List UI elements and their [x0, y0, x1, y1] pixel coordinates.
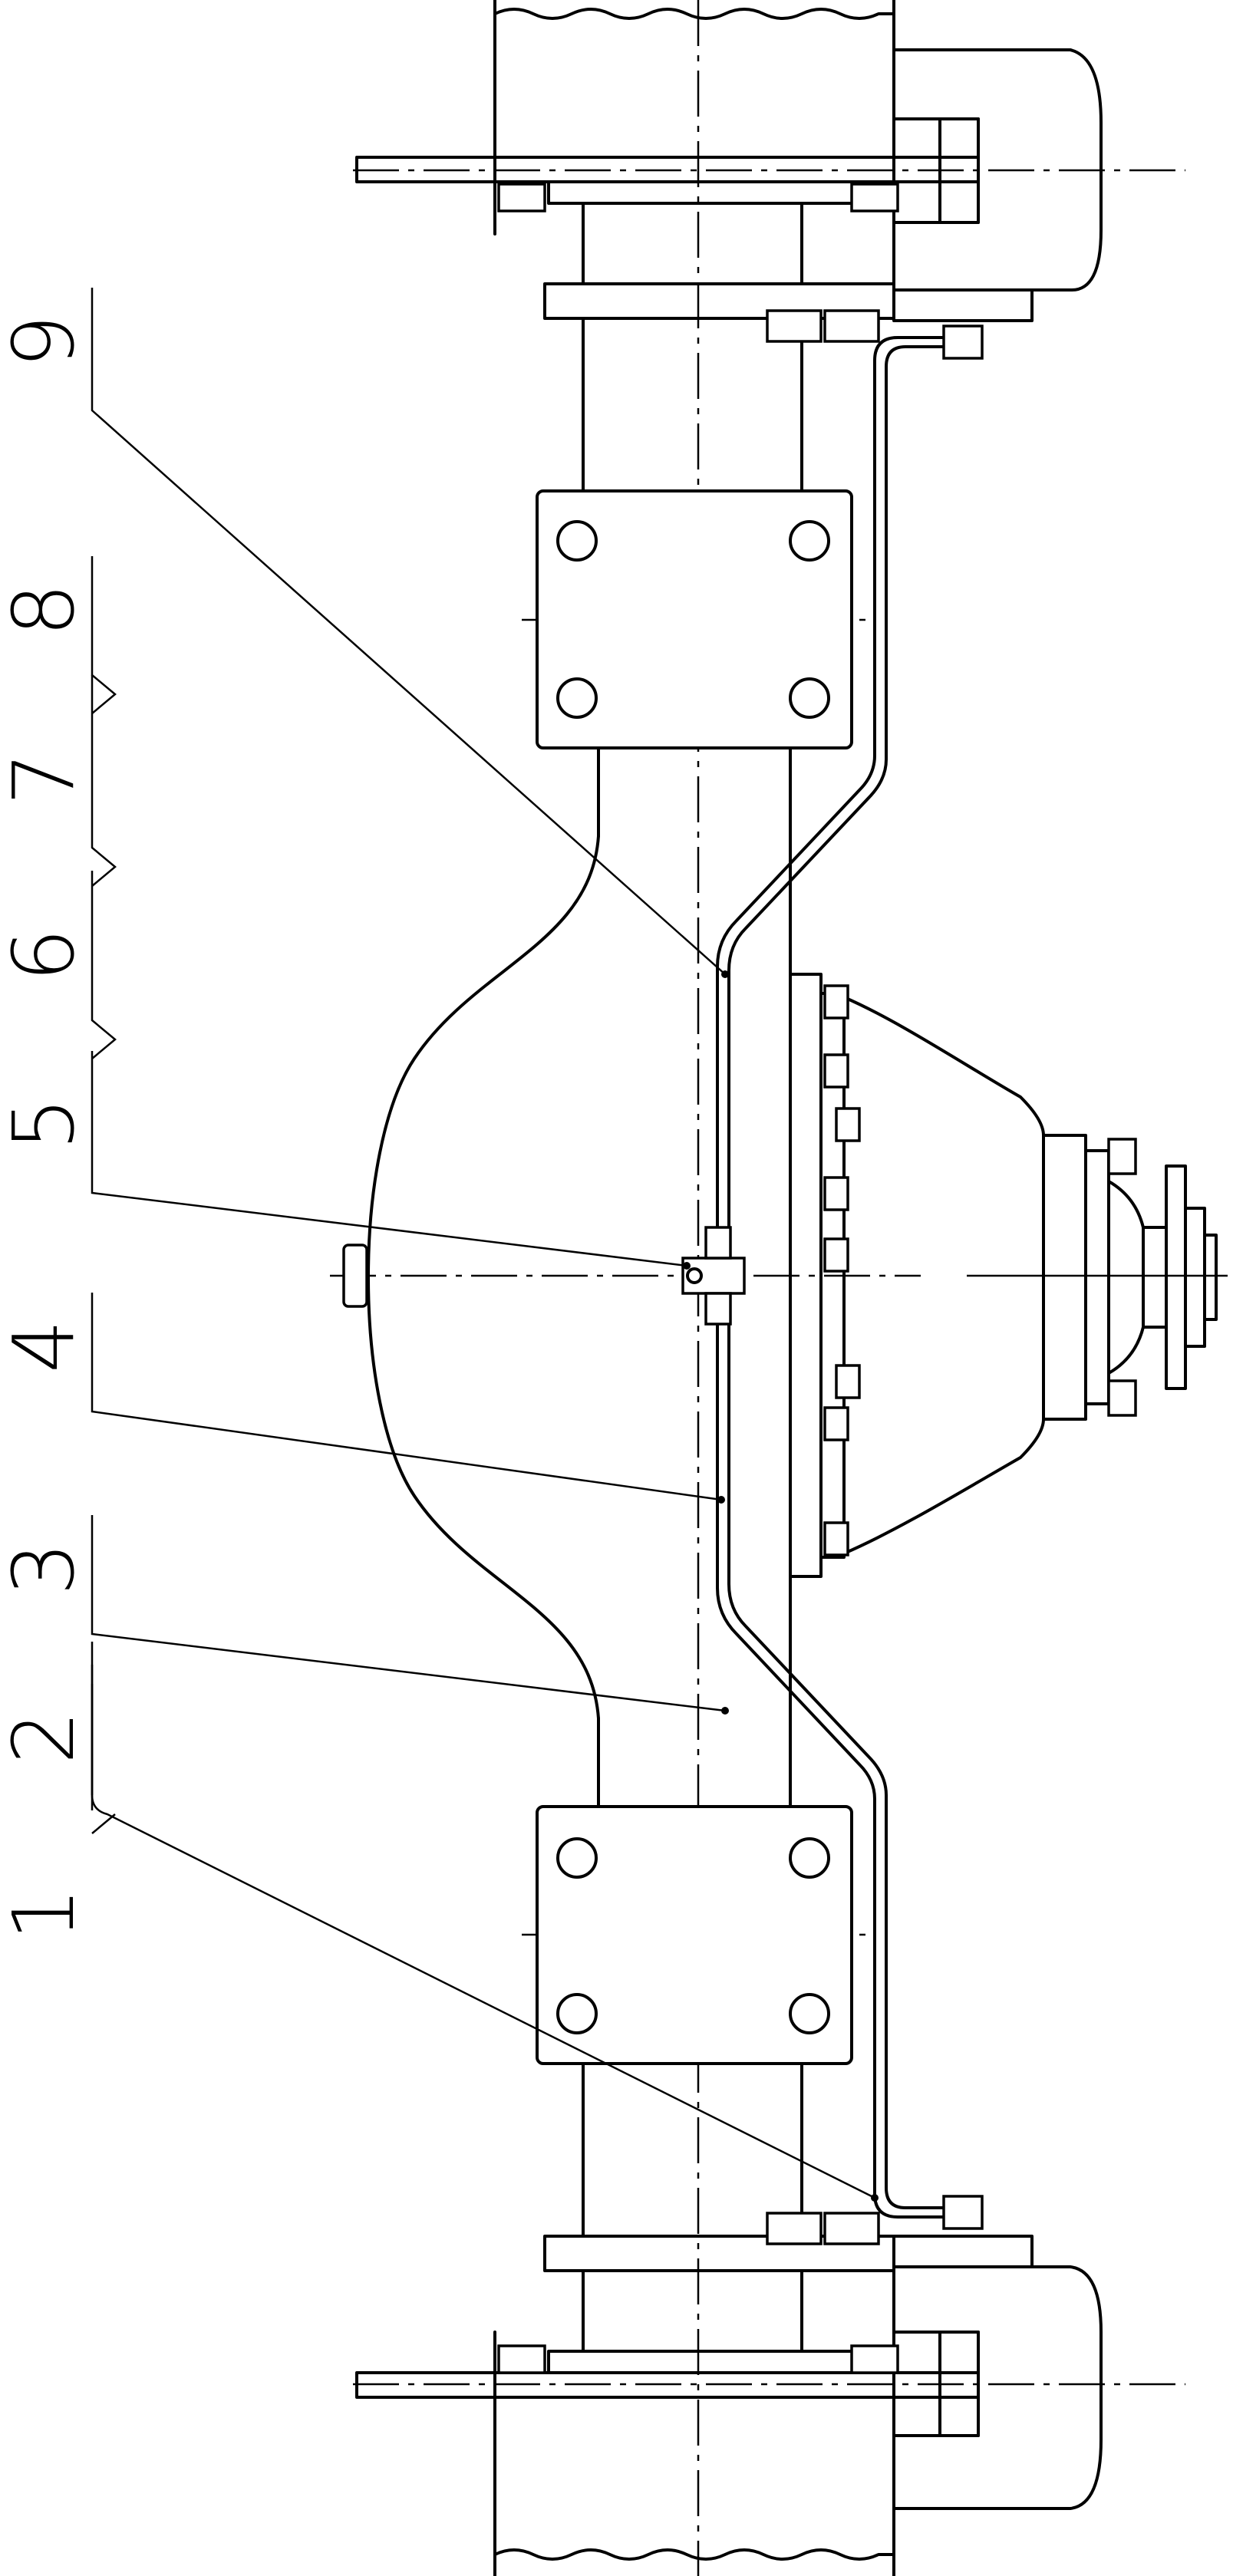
callout-1: 1: [0, 1887, 93, 1941]
callout-6: 6: [0, 928, 93, 982]
leader-6: [91, 871, 117, 1059]
leader-8: [91, 556, 117, 714]
differential-carrier: [789, 973, 1218, 1578]
axle-housing-banjo: [367, 746, 600, 1808]
callout-4: 4: [0, 1319, 93, 1373]
callout-labels: 1 2 3 4 5 6 7 8 9: [0, 315, 93, 1941]
top-hub: [355, 156, 980, 320]
three-way-connector: [681, 1226, 746, 1326]
callout-8: 8: [0, 583, 93, 637]
bottom-hub: [355, 2235, 980, 2399]
leader-5: [91, 1051, 687, 1267]
top-tire: [493, 0, 895, 305]
bottom-tire: [493, 2265, 895, 2576]
leader-4: [91, 1293, 722, 1501]
callout-9: 9: [0, 315, 93, 368]
drain-plug: [342, 1244, 368, 1308]
upper-spring-pad: [536, 489, 853, 749]
leader-7: [91, 675, 117, 887]
callout-3: 3: [0, 1542, 93, 1596]
carrier-bolts: [823, 984, 861, 1556]
leader-lines: [91, 288, 879, 2202]
callout-7: 7: [0, 752, 93, 805]
leader-9: [91, 288, 726, 975]
top-brake-drum: [892, 48, 1103, 322]
brake-pipe: [716, 309, 984, 2245]
callout-2: 2: [0, 1711, 93, 1764]
lower-spring-pad: [536, 1805, 853, 2065]
centerlines: [330, 0, 1228, 2576]
callout-5: 5: [0, 1097, 93, 1151]
leader-3: [91, 1515, 726, 1712]
